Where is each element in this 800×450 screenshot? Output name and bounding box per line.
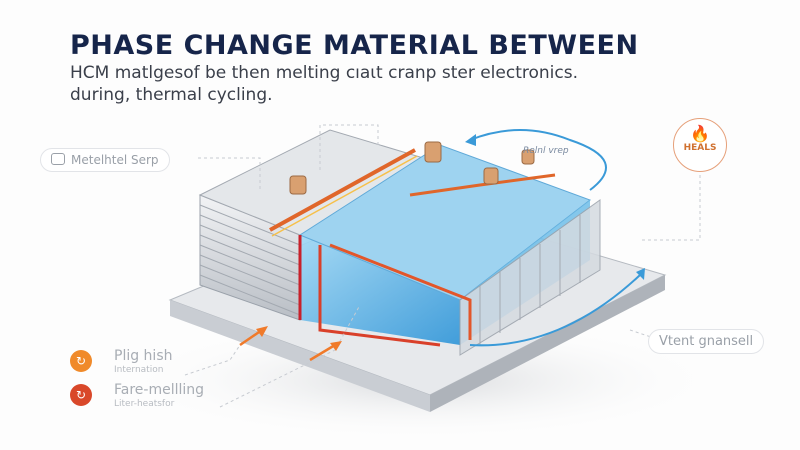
subtitle-line-1: HCM matlgesof be then melting cıaɩt cran… <box>70 63 578 83</box>
heat-pipe-highlight <box>271 155 418 237</box>
fins-right <box>479 215 581 345</box>
refresh-icon: ↻ <box>70 350 92 372</box>
fins-left <box>199 204 301 316</box>
flame-icon: 🔥 <box>690 124 710 143</box>
heat-pipe <box>409 173 556 197</box>
cycle-arrow <box>469 129 607 191</box>
label-text: Metelhtel Serp <box>71 153 159 167</box>
orange-arrowhead <box>256 326 268 337</box>
copper-fitting <box>483 167 499 185</box>
fin-block-right <box>459 199 601 356</box>
heat-pipe <box>329 243 472 340</box>
orange-arrow <box>239 328 263 347</box>
page-title: PHASE CHANGE MATERIAL BETWEEN <box>70 30 639 61</box>
label-right: Vtent gnansell <box>648 329 765 354</box>
heat-pipe <box>318 245 441 347</box>
heals-badge: 🔥 HEALS <box>673 118 727 172</box>
legend-subtitle: Liter-heatsfor <box>114 399 175 409</box>
copper-fitting <box>521 149 535 165</box>
copper-fitting <box>424 141 442 163</box>
orange-arrowhead <box>330 341 342 351</box>
copper-fitting <box>289 175 307 195</box>
label-top-left: Metelhtel Serp <box>40 148 170 172</box>
legend-title: Fare-mellling <box>114 382 205 398</box>
subtitle: HCM matlgesof be then melting cıaɩt cran… <box>70 62 770 106</box>
subtitle-line-2: during, thermal cycling. <box>70 85 273 105</box>
vent-arrowhead <box>636 268 645 280</box>
refresh-icon: ↻ <box>70 384 92 406</box>
pcm-block <box>300 235 460 345</box>
heals-label: HEALS <box>683 143 717 153</box>
legend-subtitle: Internation <box>114 365 164 375</box>
vent-arrow <box>469 274 641 347</box>
label-top-arrow: Relnl vrep <box>523 146 569 156</box>
base-plate-side <box>170 300 430 412</box>
orange-arrow <box>309 343 336 362</box>
base-plate-side <box>430 275 665 412</box>
heat-pipe <box>269 148 416 232</box>
legend-title: Plig hish <box>114 348 173 364</box>
cycle-arrowhead <box>465 134 476 146</box>
chip-icon <box>51 153 65 165</box>
copper-fittings <box>289 141 535 195</box>
